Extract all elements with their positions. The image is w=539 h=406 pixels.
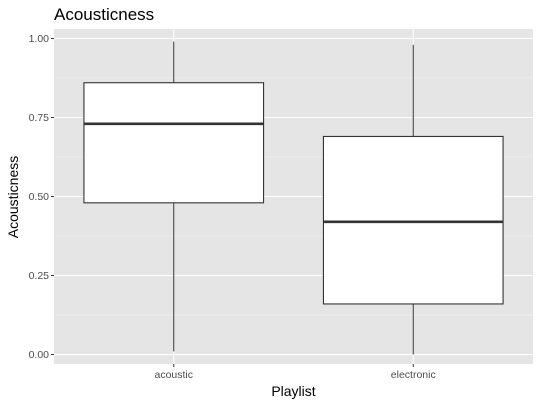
x-axis-title: Playlist [271, 383, 315, 399]
y-tick-label: 0.75 [29, 112, 50, 124]
y-tick-label: 0.00 [29, 349, 50, 361]
y-tick-label: 0.50 [29, 191, 50, 203]
y-tick-label: 1.00 [29, 33, 50, 45]
x-tick-label: acoustic [154, 369, 193, 381]
box-acoustic [83, 41, 265, 352]
box-iqr [322, 135, 504, 305]
y-axis: 0.00 0.25 0.50 0.75 1.00 [29, 33, 54, 361]
x-axis: acoustic electronic [154, 364, 436, 381]
y-tick-label: 0.25 [29, 270, 50, 282]
box-iqr [83, 82, 265, 204]
box-electronic [322, 44, 504, 355]
chart-title: Acousticness [54, 5, 154, 24]
x-tick-label: electronic [391, 369, 436, 381]
y-axis-title: Acousticness [5, 156, 21, 238]
boxes [83, 41, 504, 355]
